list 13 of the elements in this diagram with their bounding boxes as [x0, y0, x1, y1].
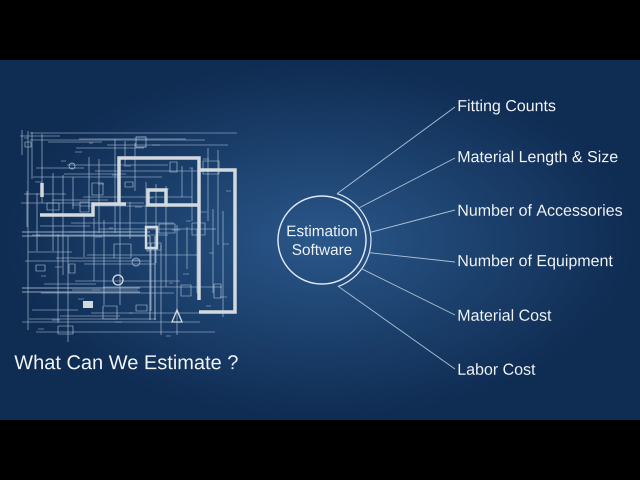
connector-line — [337, 286, 456, 370]
item-label: Number of Accessories — [458, 204, 622, 216]
connector-line — [336, 106, 456, 194]
connector-line — [358, 158, 456, 208]
item-label: Material Cost — [458, 309, 552, 321]
slide-title: What Can We Estimate ? — [14, 354, 238, 370]
item-label: Labor Cost — [458, 363, 536, 375]
item-label: Material Length & Size — [458, 150, 618, 166]
item-label: Fitting Counts — [458, 100, 556, 114]
connector-line — [361, 268, 456, 316]
connector-line — [368, 252, 456, 262]
item-label: Number of Equipment — [458, 254, 613, 270]
connector-line — [370, 210, 456, 233]
